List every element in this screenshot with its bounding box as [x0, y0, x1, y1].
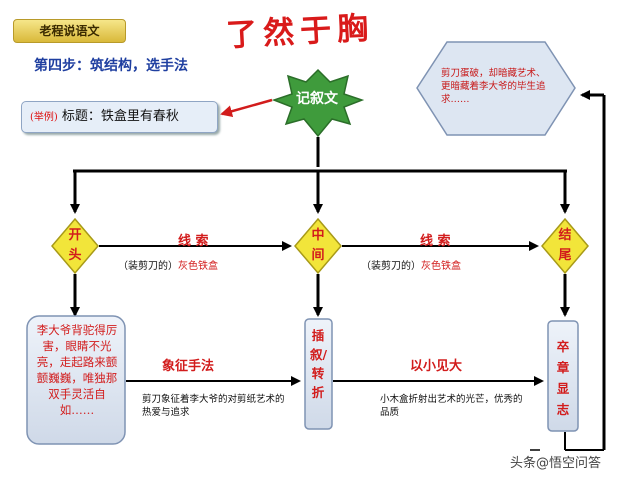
method-2-desc: 小木盒折射出艺术的光芒，优秀的品质: [380, 394, 523, 418]
red-arrow: [220, 98, 273, 118]
hexagon-shape: [416, 41, 576, 136]
watermark: 头条@悟空问答: [510, 456, 602, 471]
clue-sub-2: （装剪刀的）灰色铁盒: [361, 257, 461, 272]
clue-sub-2-highlight: 灰色铁盒: [421, 261, 461, 272]
star-shape: [271, 68, 365, 138]
left-box-shape: [26, 315, 126, 445]
right-box-text: 卒章显志: [556, 339, 570, 417]
clue-label-2: 线 索: [420, 234, 451, 249]
diamond-start-label: 开头: [68, 228, 82, 263]
right-box-shape: [547, 320, 579, 432]
middle-box-shape: [304, 318, 333, 430]
diamond-start-shape: [51, 217, 99, 275]
star-label: 记叙文: [296, 91, 338, 107]
diamond-middle-label: 中间: [311, 228, 325, 263]
method-2-label: 以小见大: [410, 359, 463, 374]
diamond-end-shape: [541, 217, 589, 275]
clue-label-1: 线 索: [178, 234, 209, 249]
hexagon-text: 剪刀蛋破，却暗藏艺术、更暗藏着李大爷的毕生追求……: [441, 68, 546, 105]
example-title-text: 标题：铁盒里有春秋: [61, 109, 179, 124]
left-box-text: 李大爷背驼得厉害，眼睛不光亮，走起路来颤颤巍巍，唯独那双手灵活自如……: [36, 323, 118, 417]
example-tag: (举例): [30, 112, 58, 123]
diamond-middle-shape: [294, 217, 342, 275]
middle-box-text: 插叙/转折: [310, 328, 328, 400]
step-title: 第四步：筑结构，选手法: [34, 58, 188, 74]
clue-sub-2-prefix: （装剪刀的）: [361, 261, 421, 272]
clue-sub-1: （装剪刀的）灰色铁盒: [118, 257, 218, 272]
author-badge: 老程说语文: [13, 19, 126, 43]
clue-sub-1-highlight: 灰色铁盒: [178, 261, 218, 272]
method-1-label: 象征手法: [162, 359, 215, 374]
title-example-box: (举例)标题：铁盒里有春秋: [21, 101, 218, 133]
handwritten-title: 了然于胸: [225, 10, 376, 54]
method-1-desc: 剪刀象征着李大爷的对剪纸艺术的热爱与追求: [142, 394, 285, 418]
clue-sub-1-prefix: （装剪刀的）: [118, 261, 178, 272]
diamond-end-label: 结尾: [558, 228, 572, 263]
